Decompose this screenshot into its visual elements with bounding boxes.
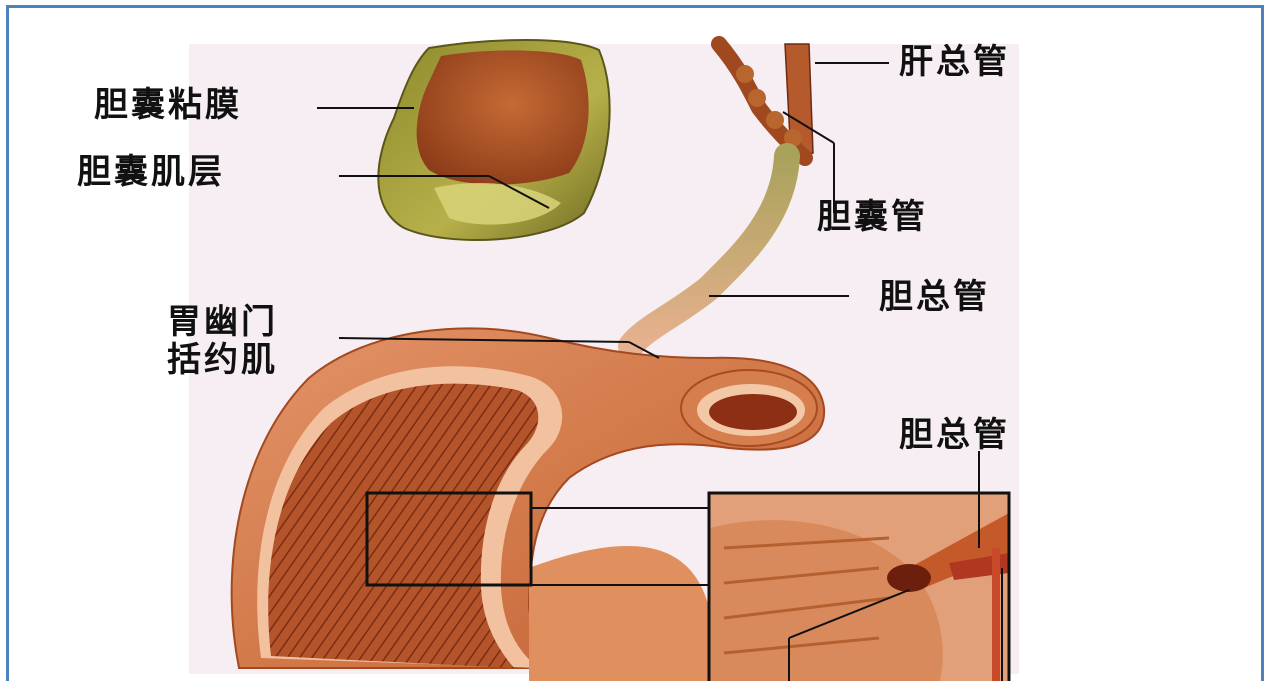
- label-common-bile-duct-lower: 胆总管: [899, 416, 1010, 454]
- label-gallbladder-muscle: 胆囊肌层: [77, 153, 225, 191]
- figure-frame: 胆囊粘膜 胆囊肌层 肝总管 胆囊管 胆总管 胃幽门 括约肌 胆总管: [6, 5, 1264, 681]
- label-pyloric-sphincter-line2: 括约肌: [167, 341, 278, 379]
- inset-detail: [709, 493, 1009, 681]
- label-common-bile-duct-upper: 胆总管: [879, 278, 990, 316]
- label-gallbladder-mucosa: 胆囊粘膜: [94, 86, 242, 124]
- label-pyloric-sphincter-line1: 胃幽门: [167, 303, 278, 341]
- gallbladder: [378, 40, 609, 240]
- label-cystic-duct: 胆囊管: [817, 198, 928, 236]
- label-common-hepatic-duct: 肝总管: [899, 43, 1010, 81]
